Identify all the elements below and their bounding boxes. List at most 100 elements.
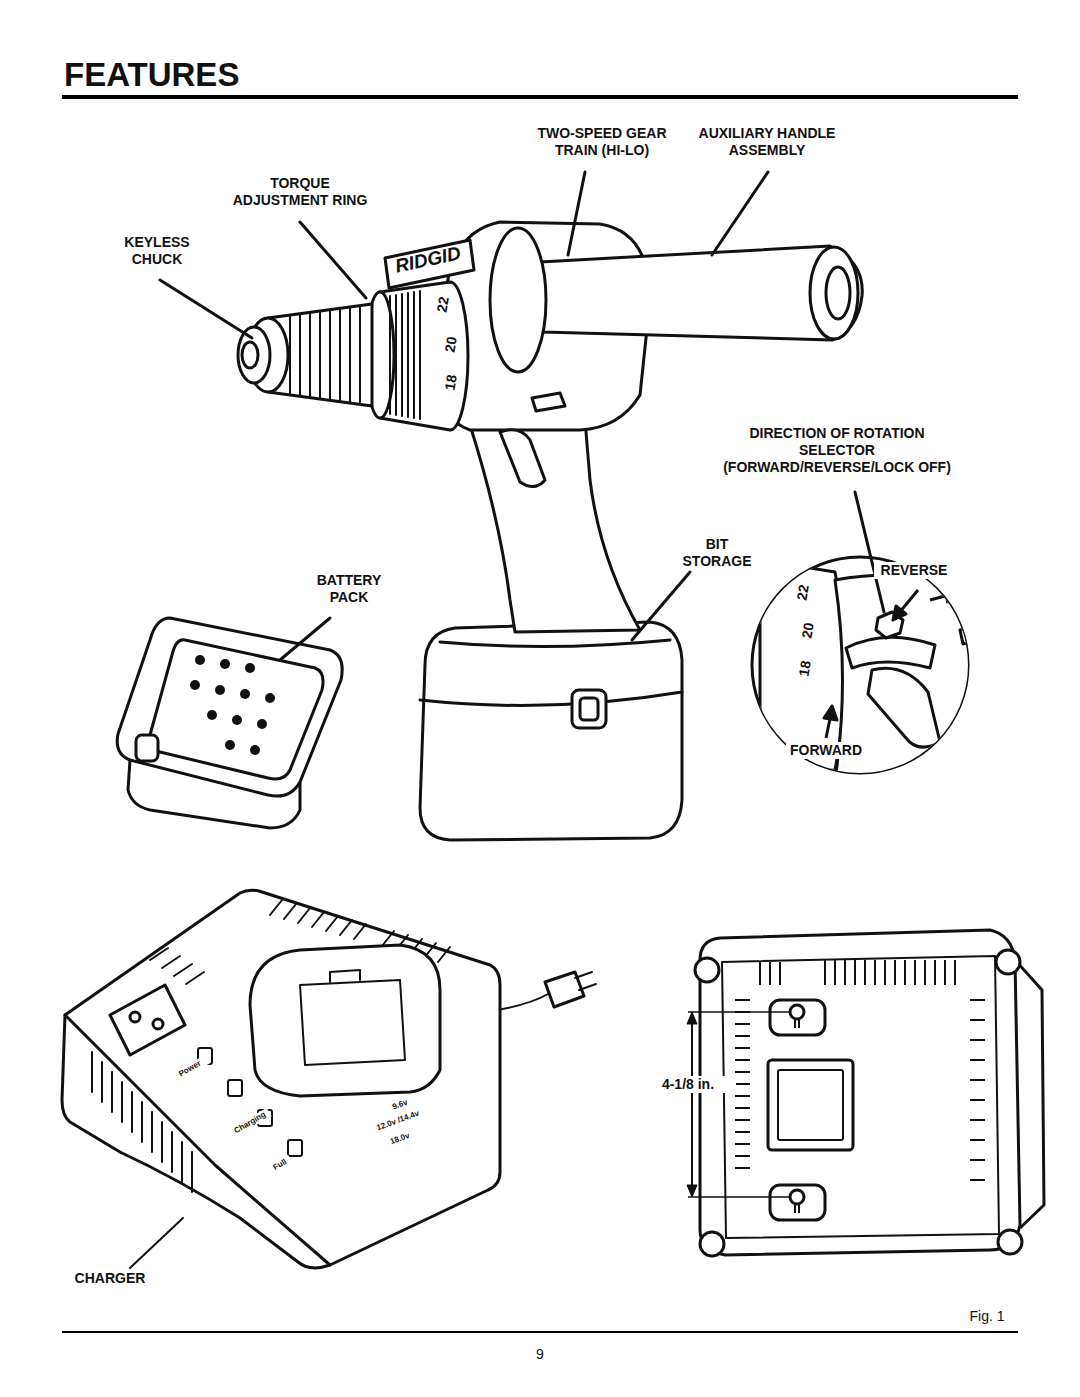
battery-pack-illustration [195,655,205,665]
charger-illustration [110,985,185,1055]
drill-illustration [440,640,670,647]
charger-illustration [198,1048,302,1156]
battery-pack-illustration [245,663,255,673]
charger-bottom-illustration [735,960,985,1180]
battery-pack-illustration [250,745,260,755]
charger-illustration [153,1019,163,1029]
selector-inset [868,668,940,747]
charger-illustration [288,1140,302,1156]
drill-illustration [290,306,360,404]
charger-illustration [62,890,596,1268]
part-label: REVERSE [874,562,954,579]
charger-bottom-illustration [795,1018,799,1028]
charger-illustration [330,970,360,982]
charger-bottom-illustration [722,956,999,1238]
leader-line [300,222,366,298]
charger-bottom-illustration [700,1232,724,1256]
charger-illustration [575,972,596,990]
drill-illustration [242,342,258,368]
selector-inset [960,626,978,644]
battery-pack-illustration [190,680,200,690]
charger-bottom-illustration [795,1203,799,1213]
selector-inset [760,560,980,780]
battery-pack-illustration [257,719,267,729]
charger-illustration [250,945,440,1096]
leader-line [160,280,252,338]
charger-bottom-illustration [790,1190,804,1204]
charger-bottom-illustration [768,1060,853,1150]
battery-pack-illustration [190,655,275,755]
charger-illustration [150,948,204,984]
selector-inset [846,637,935,668]
battery-pack-illustration [117,618,342,828]
selector-inset [824,706,837,720]
charger-bottom-illustration [970,1000,985,1180]
dimension-label: 4-1/8 in. [640,1076,736,1093]
leader-line [855,492,884,612]
battery-pack-illustration [220,659,230,669]
figure-number: Fig. 1 [955,1308,1019,1325]
page-number: 9 [520,1346,560,1363]
charger-bottom-illustration [778,1070,843,1140]
leader-line [160,172,884,660]
charger-bottom-illustration [770,1000,825,1035]
part-label: KEYLESS CHUCK [112,234,202,268]
charger-bottom-illustration [687,930,1044,1256]
leader-line [280,618,330,660]
drill-illustration [238,327,270,383]
charger-illustration [62,890,500,1268]
drill-illustration [420,692,682,705]
battery-pack-illustration [225,740,235,750]
charger-illustration [130,1012,140,1022]
part-label: DIRECTION OF ROTATION SELECTOR (FORWARD/… [712,425,962,475]
page-title: FEATURES [64,56,239,94]
charger-bottom-illustration [695,958,719,982]
battery-pack-illustration [207,710,217,720]
drill-illustration [420,622,682,840]
battery-pack-illustration [136,735,158,761]
drill-illustration [540,246,862,340]
charger-illustration [130,1218,183,1268]
drill-illustration [490,228,546,372]
charger-illustration [92,900,450,1192]
charger-bottom-illustration [700,930,1020,1255]
leader-line [712,172,768,255]
charger-bottom-illustration [691,1012,693,1197]
charger-bottom-illustration [735,1000,750,1168]
drill-illustration [580,698,598,720]
battery-pack-illustration [150,640,323,779]
part-label: BIT STORAGE [672,536,762,570]
drill-illustration [810,247,858,339]
part-label: AUXILIARY HANDLE ASSEMBLY [688,125,846,159]
leader-line [632,572,690,640]
selector-inset [752,557,980,780]
charger-bottom-illustration [996,950,1020,974]
charger-bottom-illustration [790,1005,804,1019]
drill-illustration [390,291,420,419]
charger-bottom-illustration [687,1012,697,1197]
page-rule [62,95,1018,99]
part-label: TORQUE ADJUSTMENT RING [226,175,374,209]
part-label: CHARGER [62,1270,158,1287]
drill-illustration [238,222,862,840]
battery-pack-illustration [240,689,250,699]
battery-pack-illustration [117,618,342,796]
page-rule [62,1331,1018,1333]
charger-illustration [228,1080,242,1096]
leader-line [568,172,585,255]
drill-illustration [390,291,420,419]
selector-inset [893,606,906,620]
charger-bottom-illustration [760,960,955,985]
charger-bottom-illustration [998,1230,1022,1254]
charger-illustration [300,980,405,1065]
drill-illustration [826,267,850,319]
battery-pack-illustration [265,693,275,703]
selector-inset [930,596,975,605]
part-label: BATTERY PACK [306,572,392,606]
drill-illustration [385,240,474,288]
charger-bottom-illustration [770,1185,825,1220]
battery-pack-illustration [232,715,242,725]
part-label: FORWARD [786,742,866,759]
